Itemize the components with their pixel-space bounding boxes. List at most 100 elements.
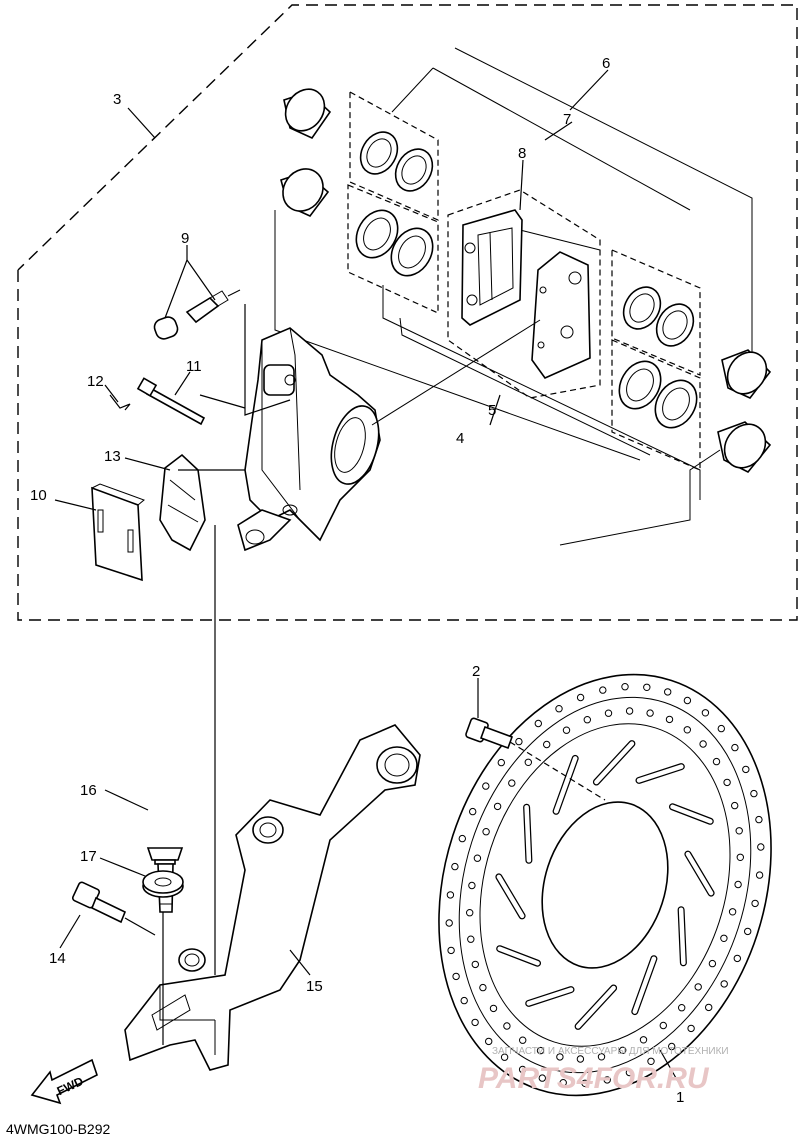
disc-hole	[687, 1024, 695, 1033]
disc-hole	[668, 1042, 676, 1051]
assembly-guide-lines	[124, 304, 541, 1045]
disc-hole	[597, 1053, 606, 1061]
disc-hole	[646, 709, 654, 717]
watermark-caption: ЗАПЧАСТИ И АКСЕССУАРЫ ДЛЯ МОТОТЕХНИКИ	[492, 1046, 729, 1057]
disc-hole	[728, 908, 737, 916]
disc-hole	[469, 807, 477, 816]
disc-hole	[555, 705, 563, 713]
disc-hole	[467, 935, 475, 943]
disc-hole	[503, 1022, 511, 1030]
pin-clip	[109, 394, 131, 411]
watermark-logo: PARTS4FOR.RU	[478, 1062, 710, 1095]
disc-hole	[599, 686, 607, 694]
disc-hole	[445, 919, 453, 927]
leader-lines	[54, 69, 681, 1086]
piston-upper-2	[280, 168, 330, 217]
callout-14: 14	[49, 950, 66, 967]
callout-16: 16	[80, 782, 97, 799]
disc-hole	[466, 909, 474, 917]
brake-disc	[438, 673, 772, 1097]
disc-hole	[515, 737, 523, 746]
callout-2: 2	[472, 663, 480, 680]
disc-slot-inner	[685, 851, 714, 896]
disc-hole	[625, 707, 634, 715]
disc-hole	[665, 715, 674, 724]
disc-hole	[458, 834, 466, 843]
brake-pad-kit-outline	[447, 189, 601, 399]
disc-hole	[621, 683, 629, 691]
disc-hole	[485, 1037, 493, 1046]
disc-hole	[576, 1055, 585, 1063]
pad-pin	[136, 377, 206, 426]
disc-hole	[678, 1004, 686, 1012]
disc-hole	[482, 782, 490, 790]
disc-slot-inner	[553, 756, 578, 814]
disc-hole	[451, 862, 459, 871]
disc-hole	[643, 683, 651, 691]
piston-seal-rings-1	[359, 131, 434, 192]
disc-hole	[519, 1036, 527, 1044]
callout-7: 7	[563, 111, 571, 128]
piston-lower-1	[721, 349, 772, 399]
callout-17: 17	[80, 848, 97, 865]
callout-1: 1	[676, 1089, 684, 1106]
disc-hole	[471, 1018, 479, 1027]
disc-hole	[583, 716, 591, 724]
disc-hole	[524, 758, 532, 766]
disc-slot-inner	[678, 907, 686, 966]
disc-hole	[708, 959, 717, 968]
caliper-body	[237, 327, 381, 552]
disc-slot-inner	[670, 804, 713, 824]
disc-hole	[625, 1068, 634, 1077]
disc-hole	[699, 740, 707, 748]
disc-slot-inner	[636, 764, 684, 783]
disc-hole	[639, 1036, 648, 1044]
disc-hole	[712, 757, 721, 766]
disc-slot-inner	[524, 804, 532, 863]
disc-hole	[603, 1076, 611, 1084]
disc-hole	[471, 960, 479, 969]
callout-11: 11	[186, 358, 202, 375]
disc-hole	[757, 843, 765, 851]
disc-slot-inner	[575, 985, 616, 1029]
caliper-assembly-boundary	[17, 4, 798, 621]
diagram-code: 4WMG100-B292	[6, 1121, 110, 1137]
disc-hole	[562, 726, 571, 734]
piston-seal-rings-2	[355, 209, 434, 277]
forward-direction-arrow: FWD	[30, 1058, 98, 1105]
disc-hole	[723, 778, 731, 787]
callout-9: 9	[181, 230, 189, 247]
disc-hole	[734, 880, 742, 889]
callout-5: 5	[488, 402, 496, 419]
piston-seal-rings-3	[622, 286, 695, 347]
disc-hole	[493, 802, 502, 811]
disc-hole	[731, 743, 739, 752]
disc-hole	[694, 983, 702, 991]
disc-vent-slots	[495, 740, 715, 1030]
disc-hole	[683, 726, 691, 734]
disc-hole	[534, 719, 542, 728]
callout-8: 8	[518, 145, 526, 162]
disc-hole	[447, 946, 455, 955]
disc-hole	[543, 740, 551, 749]
disc-hole	[473, 854, 482, 862]
disc-hole	[604, 709, 613, 717]
disc-hole	[664, 688, 672, 696]
disc-bolt	[465, 717, 606, 801]
disc-hole	[536, 1046, 545, 1055]
disc-hole	[489, 1004, 498, 1013]
disc-hole	[559, 1079, 567, 1087]
disc-slot-inner	[496, 874, 525, 919]
washer	[142, 870, 184, 898]
disc-hole	[446, 891, 455, 899]
piston-seal-rings-4	[618, 360, 698, 429]
callout-15: 15	[306, 978, 323, 995]
disc-hole	[497, 758, 505, 767]
disc-hole	[647, 1057, 655, 1066]
disc-hole	[717, 724, 725, 733]
seal-kit-outline	[274, 47, 753, 546]
callout-3: 3	[113, 91, 121, 108]
disc-hole	[482, 828, 490, 836]
disc-hole	[500, 1053, 509, 1061]
